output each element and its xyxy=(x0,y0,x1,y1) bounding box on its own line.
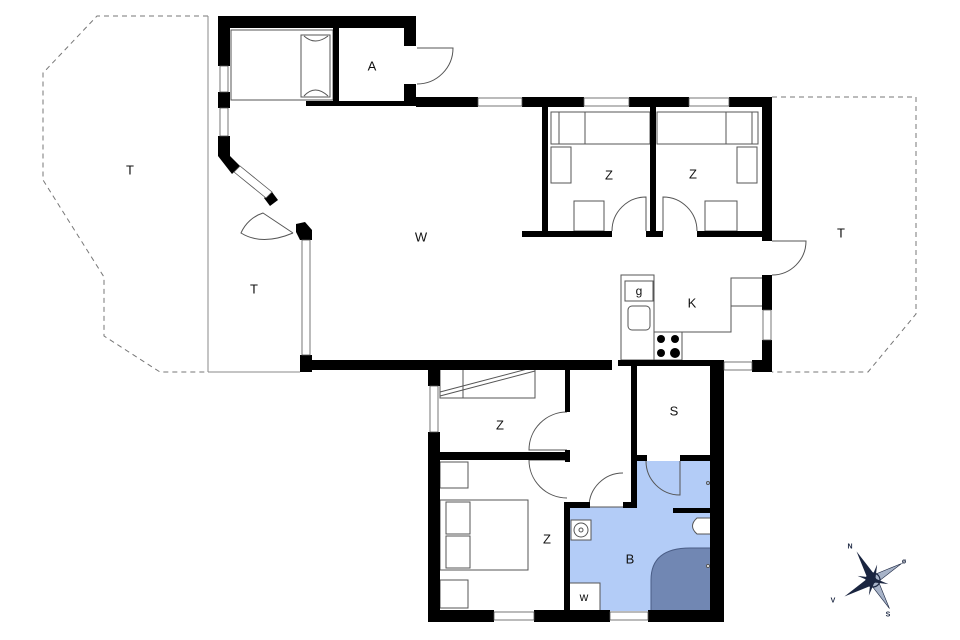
windows xyxy=(219,65,772,621)
room-label-bedroom-4: Z xyxy=(543,531,551,547)
room-label-storage: S xyxy=(669,403,679,419)
compass-west-label: V xyxy=(830,597,836,605)
furniture xyxy=(230,29,762,612)
compass-east-label: ø xyxy=(901,558,907,566)
compass-south-label: S xyxy=(885,611,891,619)
room-label-terrace-east: T xyxy=(837,225,845,241)
washer-label: w xyxy=(579,590,589,604)
room-label-living: W xyxy=(414,229,428,245)
room-label-annex: A xyxy=(367,58,377,74)
room-label-terrace-entry: T xyxy=(250,281,258,297)
room-label-bedroom-2: Z xyxy=(689,166,697,182)
shower-area xyxy=(650,547,712,612)
room-label-kitchen: K xyxy=(687,295,697,311)
bathroom-floor xyxy=(569,461,712,612)
room-label-bedroom-1: Z xyxy=(605,167,613,183)
room-label-bathroom: B xyxy=(625,551,635,567)
terrace-east-outline xyxy=(772,96,917,373)
kitchen-appliance-label: g xyxy=(635,284,643,298)
room-label-terrace-west: T xyxy=(126,162,134,178)
room-label-bedroom-3: Z xyxy=(496,417,504,433)
terrace-west-outline xyxy=(42,15,300,373)
compass-north-label: N xyxy=(847,543,853,551)
compass-rose-icon xyxy=(844,551,902,609)
walls xyxy=(218,16,772,622)
